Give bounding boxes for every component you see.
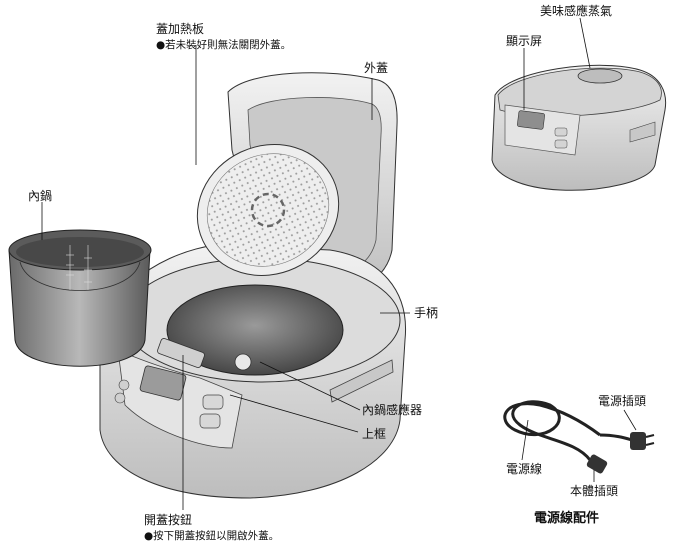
label-power-plug: 電源插頭 (598, 394, 646, 408)
appliance-plug-head (586, 454, 608, 474)
lid-open-button (157, 338, 205, 368)
main-rice-cooker (99, 72, 407, 499)
label-inner-lid: 蓋加熱板 (156, 22, 204, 36)
label-steam-cap: 美味感應蒸氣 (540, 3, 612, 18)
closed-cooker-illustration (491, 64, 667, 191)
label-power-cord: 電源線 (506, 461, 542, 476)
label-handle: 手柄 (414, 306, 438, 320)
label-group: 蓋加熱板 ●若未裝好則無法關閉外蓋。 外蓋 內鍋 手柄 內鍋感應器 上框 開蓋按… (28, 3, 646, 542)
note-inner-lid: ●若未裝好則無法關閉外蓋。 (156, 38, 291, 51)
label-upper-frame: 上框 (362, 427, 386, 441)
power-plug-head (630, 432, 646, 450)
steam-cap (577, 68, 623, 84)
label-outer-lid: 外蓋 (364, 61, 388, 75)
small-display-screen (517, 110, 545, 130)
label-pot-sensor: 內鍋感應器 (362, 402, 422, 417)
label-appliance-plug: 本體插頭 (570, 484, 618, 498)
pot-sensor-disc (234, 353, 252, 371)
label-cord-accessory: 電源線配件 (534, 510, 599, 526)
leader-lines (41, 17, 637, 510)
inner-lid-heating-plate (196, 143, 340, 277)
label-inner-pot: 內鍋 (28, 188, 52, 203)
inner-pot-illustration (8, 229, 152, 367)
note-lid-button: ●按下開蓋按鈕以開啟外蓋。 (144, 529, 279, 542)
label-lid-button: 開蓋按鈕 (144, 513, 192, 527)
label-display: 顯示屏 (506, 34, 542, 48)
